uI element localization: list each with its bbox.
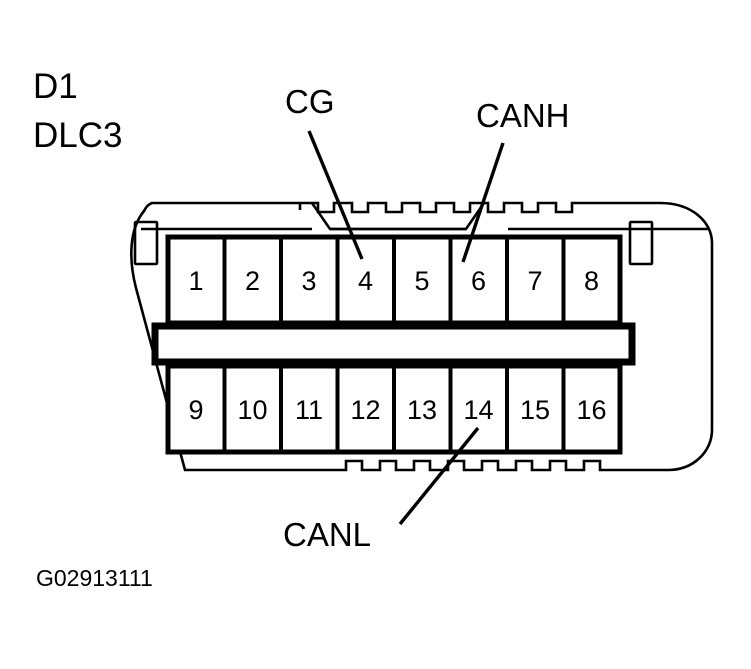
left-tab-slot <box>133 220 159 266</box>
pin-label-5: 5 <box>414 266 429 296</box>
callout-leader-lines <box>307 130 505 526</box>
pin-row-bottom: 9 10 11 12 13 14 15 16 <box>165 363 623 455</box>
pin-row-top-dividers <box>222 239 566 321</box>
pin-label-6: 6 <box>471 266 486 296</box>
callout-label-cg: CG <box>285 83 335 120</box>
pin-label-3: 3 <box>301 266 316 296</box>
leader-line-canh <box>461 142 505 263</box>
center-key-tab <box>310 202 486 231</box>
pin-label-7: 7 <box>527 266 542 296</box>
leader-line-canl <box>398 426 480 526</box>
key-tab-trapezoid <box>310 202 486 231</box>
pin-label-9: 9 <box>188 395 203 425</box>
middle-divider-bar <box>151 322 636 366</box>
pin-label-2: 2 <box>245 266 260 296</box>
right-tab-slot <box>628 220 654 266</box>
pin-label-16: 16 <box>576 395 606 425</box>
connector-code-label: D1 <box>33 67 78 106</box>
pin-label-13: 13 <box>407 395 437 425</box>
pin-label-1: 1 <box>188 266 203 296</box>
shell-outer-path <box>130 201 714 472</box>
pin-row-top: 1 2 3 4 5 6 7 8 <box>165 234 623 326</box>
leader-line-cg <box>307 130 364 260</box>
pin-label-10: 10 <box>237 395 267 425</box>
connector-shell-outline <box>130 201 714 472</box>
callout-label-canl: CANL <box>283 516 372 553</box>
pin-label-4: 4 <box>358 266 373 296</box>
pin-label-15: 15 <box>520 395 550 425</box>
pin-label-14: 14 <box>463 395 493 425</box>
figure-id-label: G02913111 <box>36 565 153 591</box>
callout-label-canh: CANH <box>476 97 570 134</box>
pin-row-bottom-dividers <box>222 368 566 450</box>
pin-label-12: 12 <box>350 395 380 425</box>
pin-label-8: 8 <box>584 266 599 296</box>
connector-name-label: DLC3 <box>33 116 123 155</box>
pin-label-11: 11 <box>295 395 323 425</box>
